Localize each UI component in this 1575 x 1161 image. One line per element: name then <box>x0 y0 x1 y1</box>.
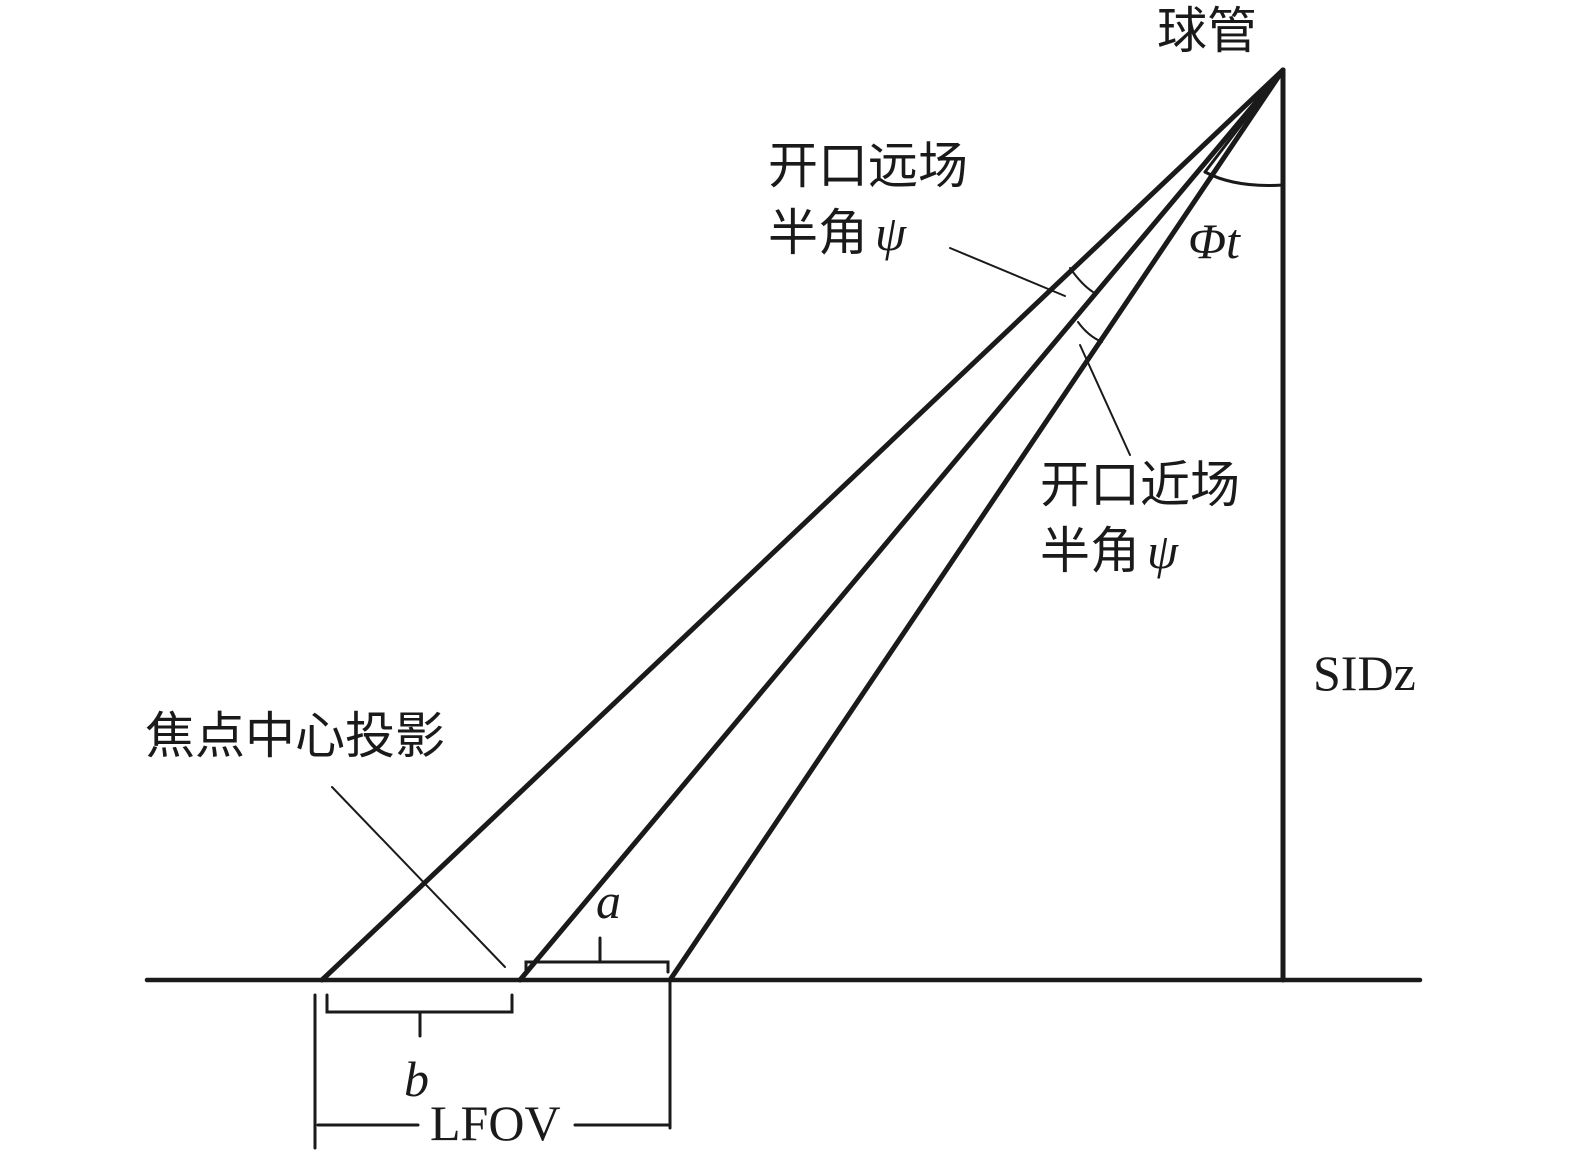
far-field-leader <box>949 247 1066 297</box>
beam-inner-right <box>667 67 1286 983</box>
sidz-label: SIDz <box>1313 645 1416 701</box>
a-label: a <box>596 873 621 929</box>
far-field-label-line1: 开口远场 <box>768 137 968 195</box>
far-field-arc <box>1069 267 1094 293</box>
tube-label: 球管 <box>1157 2 1257 60</box>
phi-t-arc <box>1203 170 1285 187</box>
near-field-label-line2: 半角 <box>1040 522 1140 580</box>
bracket-a <box>524 960 670 974</box>
near-field-leader <box>1079 344 1131 456</box>
near-field-arc <box>1077 321 1103 343</box>
b-label: b <box>404 1051 429 1107</box>
far-field-label-line2: 半角 <box>768 204 868 262</box>
lfov-label: LFOV <box>430 1095 561 1151</box>
focal-projection-label: 焦点中心投影 <box>145 707 445 765</box>
focal-projection-leader <box>331 786 506 968</box>
bracket-b <box>325 993 514 1014</box>
far-field-psi-symbol: ψ <box>875 205 907 261</box>
beam-center <box>517 67 1286 983</box>
near-field-psi-symbol: ψ <box>1147 523 1179 579</box>
phi-t-label: Φt <box>1188 213 1241 269</box>
near-field-label-line1: 开口近场 <box>1040 456 1240 514</box>
beam-short-ray <box>1203 68 1285 174</box>
beam-outer-left <box>319 67 1286 983</box>
